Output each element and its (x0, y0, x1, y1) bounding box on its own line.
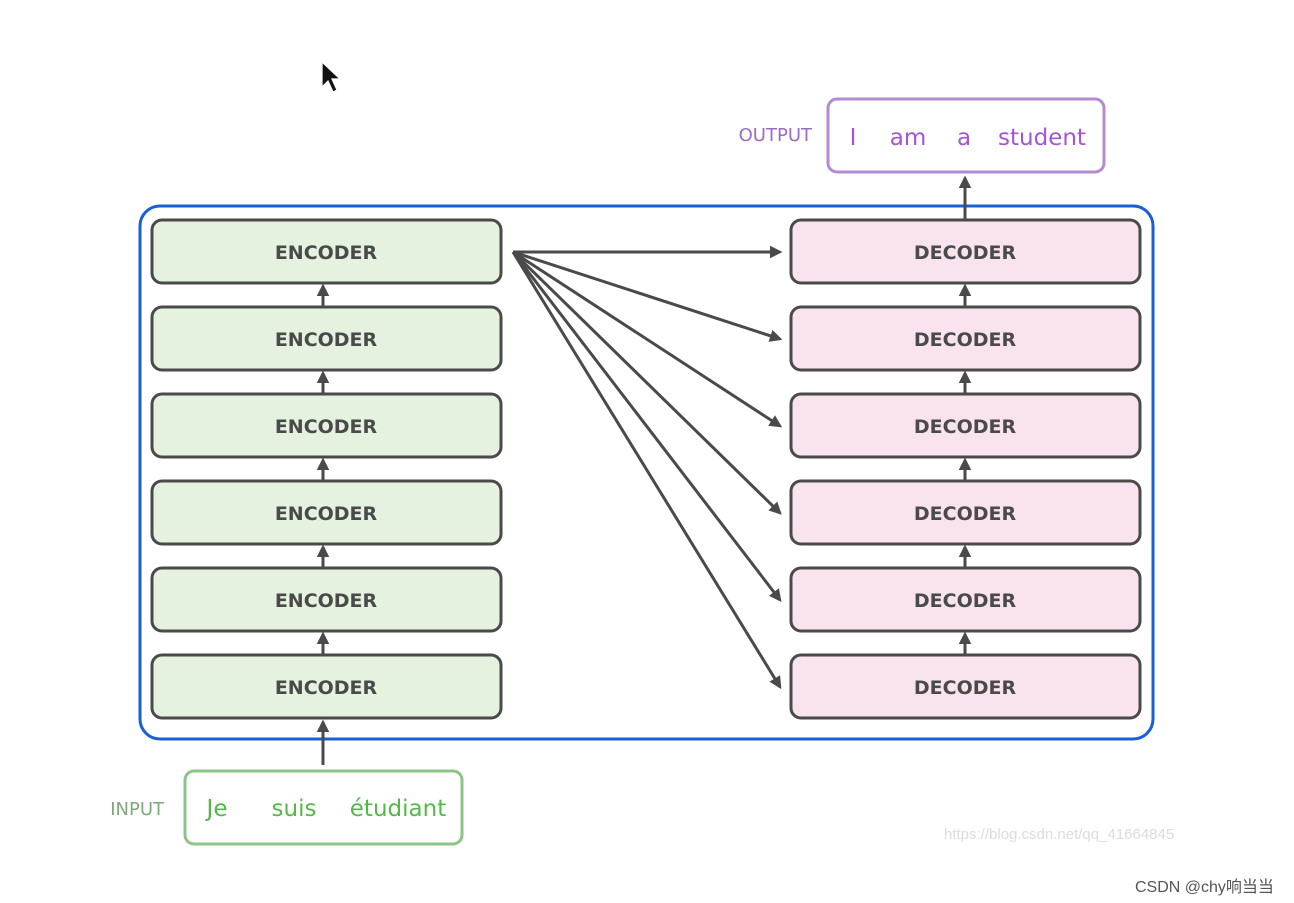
encoder-stack: ENCODER ENCODER ENCODER ENCODER ENCODER … (150, 218, 503, 720)
encoder-label: ENCODER (275, 677, 378, 699)
encoder-label: ENCODER (275, 329, 378, 351)
encoder-block: ENCODER (150, 566, 503, 633)
encoder-block: ENCODER (150, 305, 503, 372)
decoder-stack: DECODER DECODER DECODER DECODER DECODER … (789, 218, 1142, 720)
decoder-block: DECODER (789, 218, 1142, 285)
input-box (183, 769, 464, 846)
encoder-block: ENCODER (150, 218, 503, 285)
watermark-url: https://blog.csdn.net/qq_41664845 (944, 826, 1175, 843)
encoder-decoder-arrows (511, 245, 783, 690)
decoder-block: DECODER (789, 392, 1142, 459)
output-word: am (890, 125, 927, 151)
cross-arrow (511, 251, 782, 602)
decoder-label: DECODER (914, 590, 1017, 612)
decoder-block: DECODER (789, 305, 1142, 372)
output-word: a (957, 125, 971, 151)
decoder-label: DECODER (914, 242, 1017, 264)
decoder-label: DECODER (914, 677, 1017, 699)
input-label: INPUT (110, 799, 165, 820)
input-group: INPUT Je suis étudiant (110, 769, 464, 846)
encoder-label: ENCODER (275, 503, 378, 525)
decoder-label: DECODER (914, 503, 1017, 525)
encoder-block: ENCODER (150, 479, 503, 546)
csdn-credit: CSDN @chy响当当 (1135, 879, 1274, 896)
input-word: suis (272, 796, 317, 822)
cross-arrow (511, 250, 782, 515)
encoder-label: ENCODER (275, 242, 378, 264)
output-box (826, 97, 1106, 174)
encoder-label: ENCODER (275, 590, 378, 612)
cross-arrow (511, 251, 782, 690)
encoder-block: ENCODER (150, 653, 503, 720)
cross-arrow (512, 250, 783, 428)
mouse-pointer-icon (321, 60, 342, 93)
cross-arrow (512, 250, 783, 342)
decoder-block: DECODER (789, 653, 1142, 720)
output-word: I (850, 125, 857, 151)
model-container (138, 204, 1155, 741)
decoder-label: DECODER (914, 416, 1017, 438)
encoder-block: ENCODER (150, 392, 503, 459)
decoder-block: DECODER (789, 566, 1142, 633)
output-label: OUTPUT (739, 125, 813, 146)
output-word: student (998, 125, 1086, 151)
output-group: OUTPUT I am a student (739, 97, 1106, 174)
decoder-label: DECODER (914, 329, 1017, 351)
decoder-block: DECODER (789, 479, 1142, 546)
input-word: étudiant (350, 796, 446, 822)
input-word: Je (205, 796, 228, 822)
encoder-label: ENCODER (275, 416, 378, 438)
